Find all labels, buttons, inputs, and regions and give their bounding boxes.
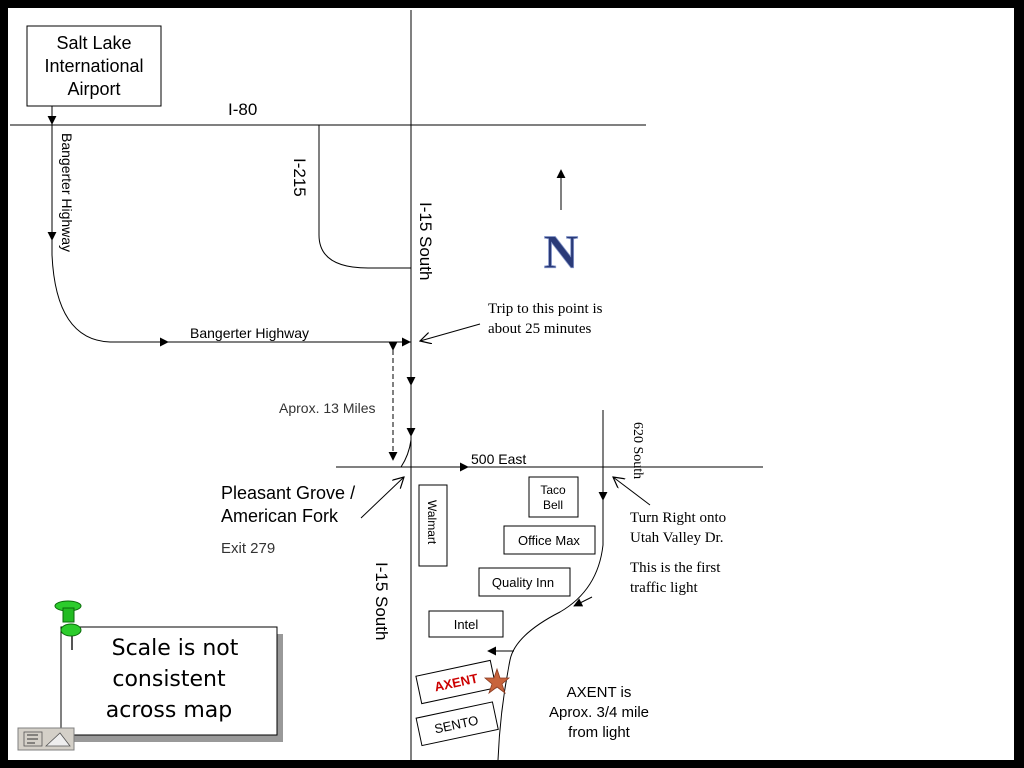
- building-label-office-max: Office Max: [518, 533, 580, 548]
- scale-note-line3: across map: [106, 698, 232, 723]
- scale-note: Scale is not consistent across map: [60, 626, 283, 742]
- building-axent: AXENT: [415, 659, 497, 705]
- pointer-exit: [360, 477, 404, 519]
- note-exit-line2: American Fork: [221, 506, 339, 526]
- building-label-walmart: Walmart: [425, 500, 439, 545]
- note-light-line1: This is the first: [630, 560, 721, 576]
- note-axent-line1: AXENT is: [567, 684, 632, 701]
- building-quality-inn: Quality Inn: [478, 567, 571, 597]
- north-letter: N: [544, 226, 579, 279]
- building-intel: Intel: [428, 610, 504, 638]
- axent-star-icon: [483, 667, 511, 695]
- note-exit-line1: Pleasant Grove /: [221, 483, 355, 503]
- note-axent-line3: from light: [568, 724, 631, 741]
- pointer-turn: [613, 477, 651, 506]
- scale-note-line2: consistent: [112, 667, 226, 692]
- slide-menu-icon[interactable]: [23, 731, 43, 747]
- pointer-trip: [420, 323, 481, 341]
- note-axent-line2: Aprox. 3/4 mile: [549, 704, 649, 721]
- road-utah-valley-dr: [497, 498, 604, 761]
- road-label-bangerter-vertical: Bangerter Highway: [59, 133, 75, 252]
- road-label-i215: I-215: [290, 158, 309, 197]
- building-taco-bell: Taco Bell: [528, 476, 579, 518]
- building-label-bell: Bell: [543, 498, 563, 512]
- road-label-bangerter-horizontal: Bangerter Highway: [190, 325, 309, 341]
- airport-box: Salt Lake International Airport: [26, 25, 162, 107]
- road-label-620: 620 South: [630, 422, 645, 479]
- road-label-i15-south: I-15 South: [372, 562, 391, 640]
- road-i215: [318, 125, 411, 269]
- note-miles: Aprox. 13 Miles: [279, 400, 375, 416]
- note-turn-line2: Utah Valley Dr.: [630, 530, 723, 546]
- building-label-intel: Intel: [454, 617, 479, 632]
- building-label-quality-inn: Quality Inn: [492, 575, 554, 590]
- road-label-i15-north: I-15 South: [416, 202, 435, 280]
- building-walmart: Walmart: [418, 484, 448, 567]
- note-exit-number: Exit 279: [221, 540, 275, 557]
- building-label-taco: Taco: [540, 483, 566, 497]
- road-bangerter: [51, 106, 411, 343]
- slide-nav[interactable]: [17, 727, 75, 751]
- building-sento: SENTO: [415, 701, 499, 747]
- building-office-max: Office Max: [503, 525, 596, 555]
- airport-label-line2: International: [44, 56, 143, 76]
- note-trip-line1: Trip to this point is: [488, 301, 603, 317]
- road-label-500-east: 500 East: [471, 451, 526, 467]
- exit-ramp: [400, 439, 412, 468]
- note-light-line2: traffic light: [630, 580, 698, 596]
- note-trip-line2: about 25 minutes: [488, 321, 591, 337]
- pushpin-icon: [54, 600, 82, 650]
- airport-label-line1: Salt Lake: [56, 33, 131, 53]
- arrow-utah-valley: [573, 596, 593, 607]
- slide-pen-icon[interactable]: [44, 732, 71, 747]
- note-turn-line1: Turn Right onto: [630, 510, 726, 526]
- airport-label-line3: Airport: [67, 79, 120, 99]
- scale-note-line1: Scale is not: [112, 636, 239, 661]
- road-label-i80: I-80: [228, 100, 257, 119]
